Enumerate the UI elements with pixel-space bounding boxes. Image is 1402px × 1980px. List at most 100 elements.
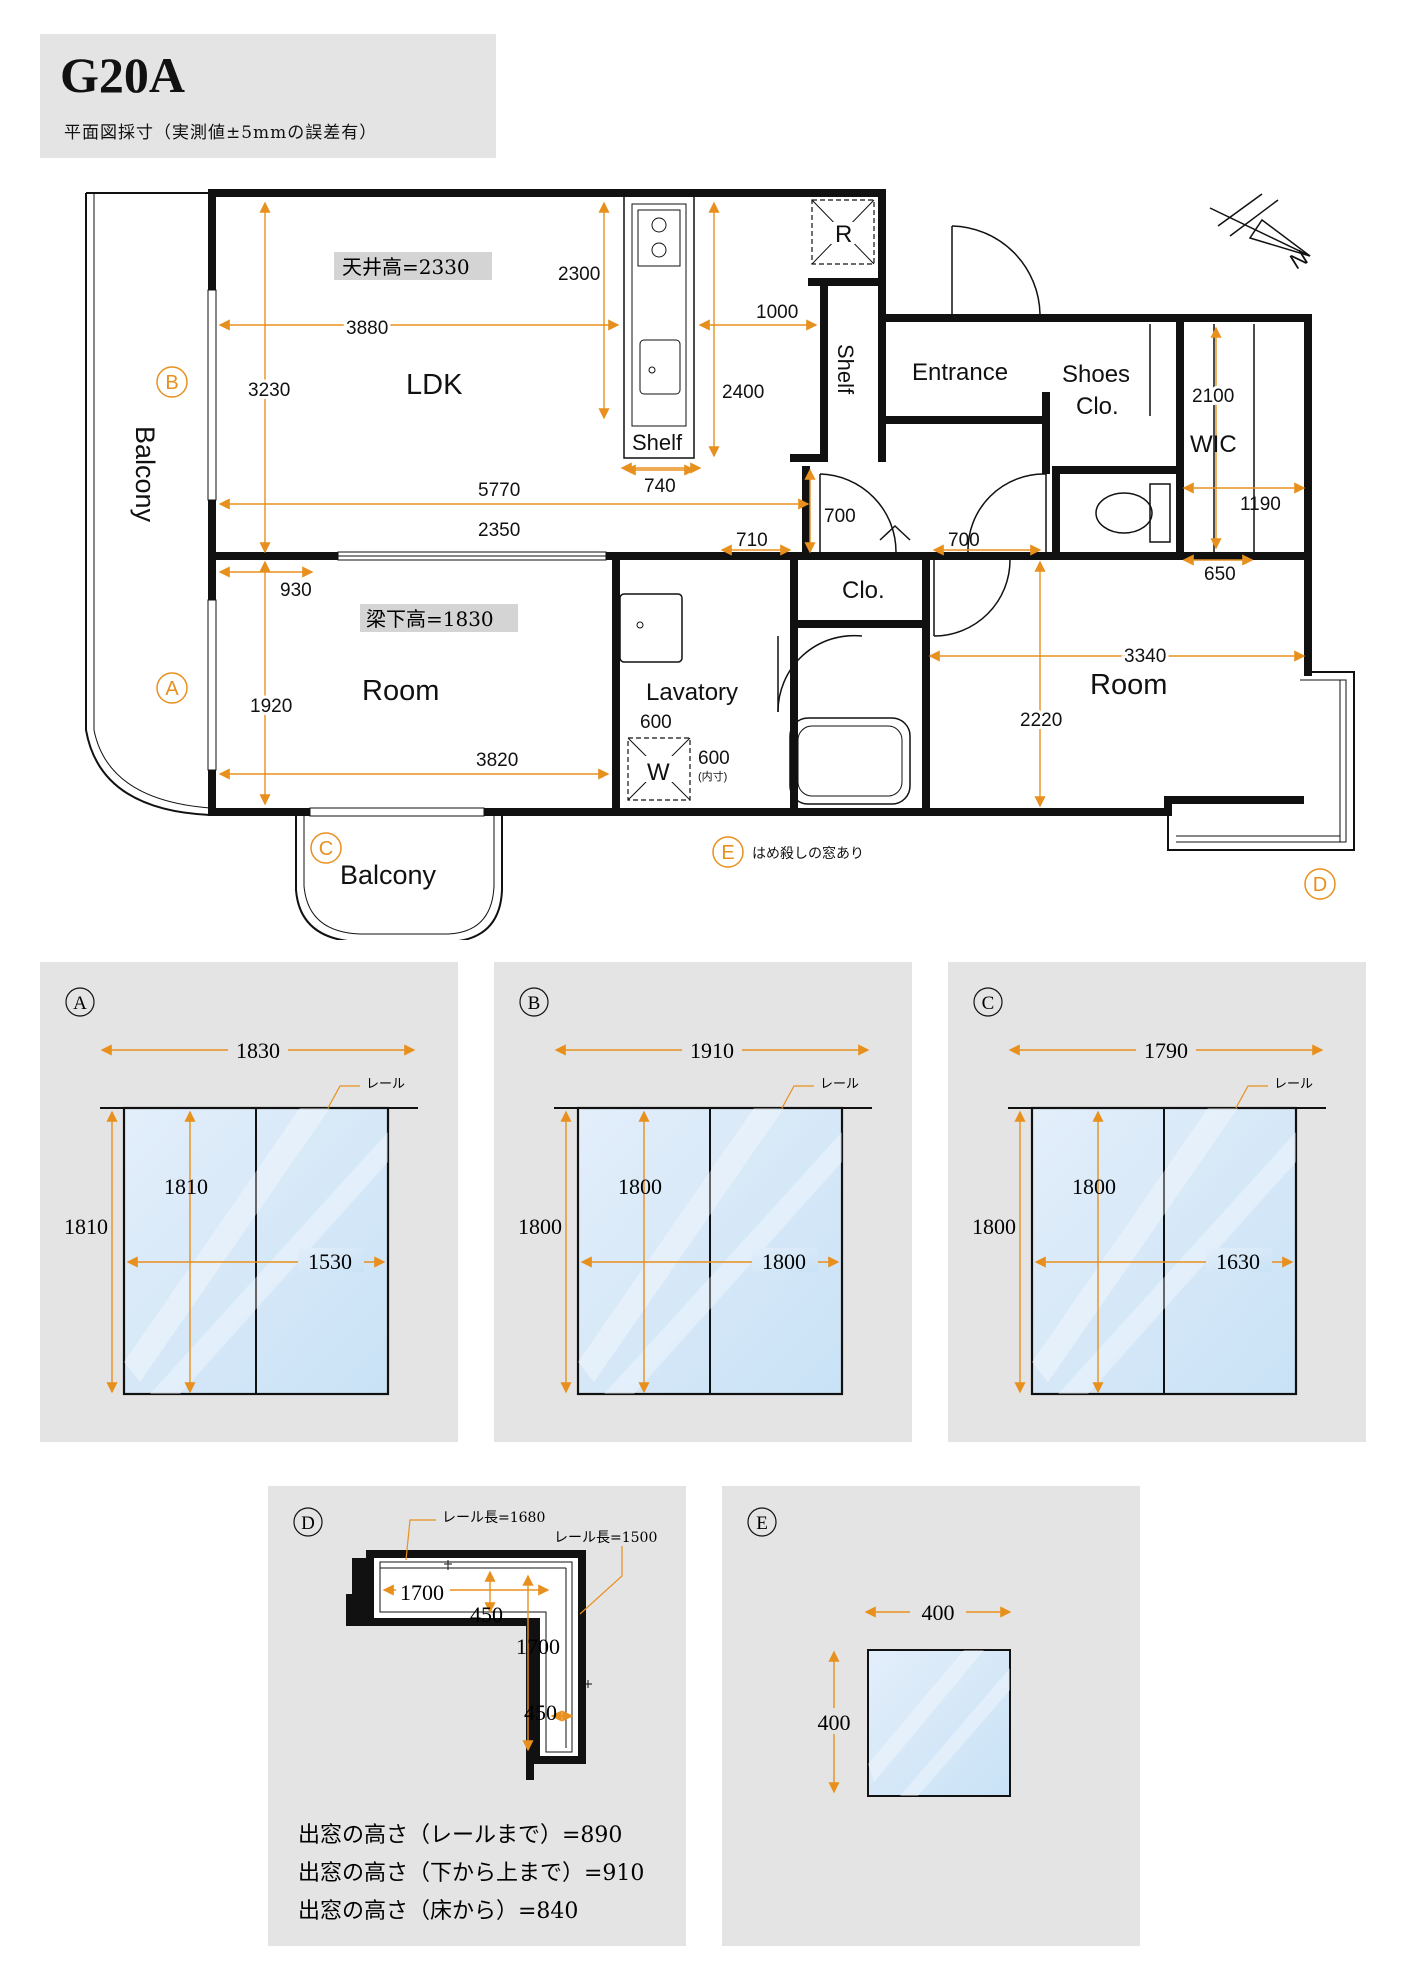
window-a-rail-width: 1830 (236, 1038, 280, 1063)
window-d-rail1: レール長=1680 (442, 1510, 545, 1526)
marker-a: A (165, 678, 179, 700)
room-a-label: Room (362, 675, 439, 707)
dim-3820: 3820 (476, 750, 518, 771)
window-a-rail-label: レール (366, 1077, 405, 1092)
window-b-marker: B (528, 993, 541, 1014)
dimension-lines (218, 201, 1306, 808)
balcony-bottom-inner (303, 812, 495, 935)
dim-2350: 2350 (478, 520, 520, 541)
washer-box (627, 737, 691, 801)
window-c-rail-label: レール (1274, 1077, 1313, 1092)
balcony-bottom-label: Balcony (340, 860, 437, 890)
dim-650: 650 (1204, 564, 1236, 585)
fix-window-note: はめ殺しの窓あり (752, 845, 864, 862)
window-d-rail2: レール長=1500 (554, 1530, 657, 1546)
title-box: G20A 平面図採寸（実測値±5mmの誤差有） (40, 34, 496, 158)
window-d-w450b: 450 (524, 1700, 557, 1725)
dim-2300: 2300 (558, 264, 600, 285)
dim-930: 930 (280, 580, 312, 601)
bay-window-d (1167, 671, 1355, 851)
dim-1920: 1920 (250, 696, 292, 717)
window-a-height-inner: 1810 (164, 1174, 208, 1199)
window-details-abc: A 1830 1810 1810 1530 レール B 1910 1800 18… (64, 987, 1326, 1396)
window-b-height-left: 1800 (518, 1214, 562, 1239)
kitchen-counter (623, 195, 695, 459)
window-d-w450a: 450 (470, 1602, 503, 1627)
window-details-de: D 1700 450 1700 450 レール長=1680 レール長=1500 … (293, 1507, 1012, 1924)
washer-label: W (647, 759, 670, 786)
window-a: A 1830 1810 1810 1530 レール (64, 987, 418, 1396)
marker-c: C (319, 838, 333, 860)
window-b-rail-label: レール (820, 1077, 859, 1092)
window-b-rail-width: 1910 (690, 1038, 734, 1063)
dim-710: 710 (736, 530, 768, 551)
balcony-left-label: Balcony (130, 426, 160, 523)
shoes-clo-label-2: Clo. (1076, 393, 1119, 420)
dim-700b: 700 (948, 530, 980, 551)
room-d-label: Room (1090, 669, 1167, 701)
dim-600b: 600 (698, 748, 730, 769)
window-b: B 1910 1800 1800 1800 レール (518, 987, 872, 1396)
window-c-marker: C (982, 993, 995, 1014)
window-d: D 1700 450 1700 450 レール長=1680 レール長=1500 … (293, 1507, 657, 1924)
entrance-label: Entrance (912, 359, 1008, 386)
window-b-height-inner: 1800 (618, 1174, 662, 1199)
balcony-left-inner (93, 193, 211, 809)
vertical-shelf-label: Shelf (833, 344, 858, 395)
window-c-height-inner: 1800 (1072, 1174, 1116, 1199)
window-c: C 1790 1800 1800 1630 レール (972, 987, 1326, 1396)
north-arrow-icon (1209, 193, 1311, 257)
dim-2220: 2220 (1020, 710, 1062, 731)
window-e-marker: E (756, 1513, 768, 1534)
window-markers (156, 366, 1336, 900)
doors (777, 225, 1047, 713)
dim-2400: 2400 (722, 382, 764, 403)
wic-label: WIC (1190, 431, 1237, 458)
window-a-height-left: 1810 (64, 1214, 108, 1239)
marker-e: E (721, 842, 734, 864)
window-c-rail-width: 1790 (1144, 1038, 1188, 1063)
dim-2100: 2100 (1192, 386, 1234, 407)
dim-1190: 1190 (1240, 494, 1281, 515)
dim-1000: 1000 (756, 302, 798, 323)
toilet (1095, 483, 1171, 543)
dim-3230: 3230 (248, 380, 290, 401)
clo-label: Clo. (842, 577, 885, 604)
ceiling-height-label: 天井高=2330 (342, 255, 470, 279)
window-d-note-3: 出窓の高さ（床から）=840 (298, 1899, 578, 1924)
window-d-note-2: 出窓の高さ（下から上まで）=910 (298, 1861, 644, 1886)
dim-740: 740 (644, 476, 676, 497)
fridge-box (811, 199, 875, 265)
window-b-width-inner: 1800 (762, 1249, 806, 1274)
plan-title: G20A (60, 47, 185, 103)
window-d-marker: D (301, 1513, 315, 1534)
window-a-marker: A (73, 993, 87, 1014)
balcony-left-outline (85, 193, 211, 816)
lavatory-label: Lavatory (646, 679, 738, 706)
window-d-w1700a: 1700 (400, 1580, 444, 1605)
floor-plan: 天井高=2330 梁下高=1830 3880 2300 1000 3230 24… (85, 189, 1355, 940)
shoes-clo-label-1: Shoes (1062, 361, 1130, 388)
room-ldk-label: LDK (406, 369, 463, 401)
beam-height-label: 梁下高=1830 (366, 607, 494, 631)
dim-700a: 700 (824, 506, 856, 527)
window-d-w1700b: 1700 (516, 1634, 560, 1659)
dim-3340: 3340 (1124, 646, 1166, 667)
window-a-width-inner: 1530 (308, 1249, 352, 1274)
marker-d: D (1313, 874, 1327, 896)
fridge-label: R (835, 221, 852, 248)
window-c-height-left: 1800 (972, 1214, 1016, 1239)
dim-5770: 5770 (478, 480, 520, 501)
dim-600a: 600 (640, 712, 672, 733)
dim-600b-note: (内寸) (698, 769, 727, 783)
dim-3880: 3880 (346, 318, 388, 339)
window-e-width: 400 (922, 1600, 955, 1625)
window-e-height: 400 (818, 1710, 851, 1735)
kitchen-shelf-label: Shelf (632, 430, 683, 455)
walls (208, 189, 1312, 816)
marker-b: B (165, 372, 178, 394)
window-d-note-1: 出窓の高さ（レールまで）=890 (298, 1823, 622, 1848)
bathtub (789, 717, 911, 805)
window-e: E 400 400 (747, 1507, 1012, 1797)
balcony-bottom-outline (295, 812, 503, 940)
